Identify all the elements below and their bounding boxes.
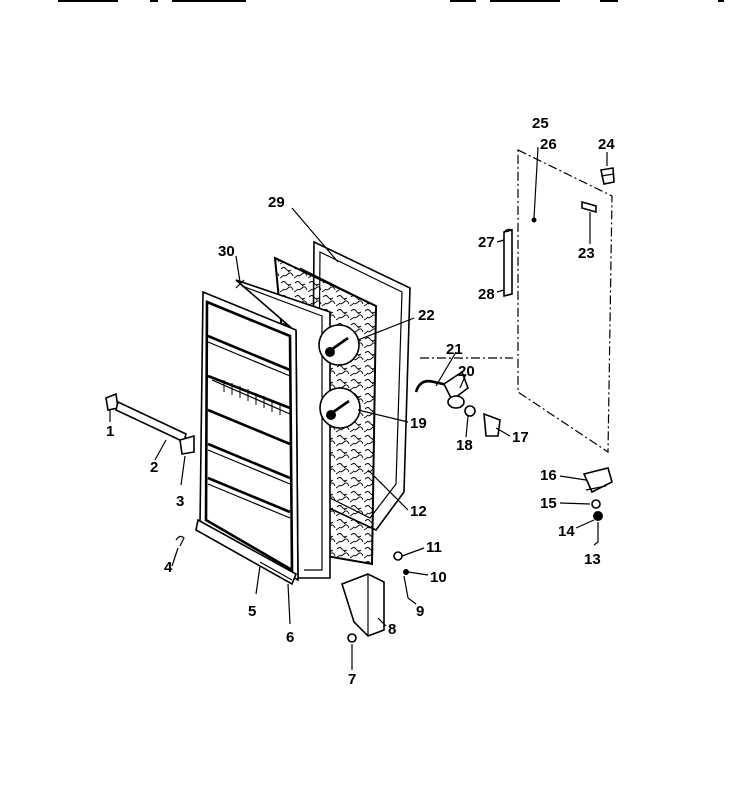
door-stop-parts xyxy=(105,392,409,643)
label-4: 4 xyxy=(164,559,173,576)
door-gasket xyxy=(235,279,331,579)
label-1: 1 xyxy=(106,423,114,440)
label-17: 17 xyxy=(512,429,529,446)
label-12: 12 xyxy=(410,503,427,520)
part-labels: 1 2 3 4 5 6 7 8 9 10 11 12 13 14 15 16 1… xyxy=(106,115,615,688)
label-9: 9 xyxy=(416,603,424,620)
label-15: 15 xyxy=(540,495,557,512)
label-18: 18 xyxy=(456,437,473,454)
label-19: 19 xyxy=(410,415,427,432)
label-13: 13 xyxy=(584,551,601,568)
label-5: 5 xyxy=(248,603,256,620)
leader-lines xyxy=(109,146,608,670)
label-11: 11 xyxy=(426,539,442,556)
lower-hinge xyxy=(582,467,613,542)
outer-door-panel xyxy=(420,149,613,454)
label-23: 23 xyxy=(578,245,595,262)
label-29: 29 xyxy=(268,194,285,211)
label-7: 7 xyxy=(348,671,356,688)
top-edge-artifacts xyxy=(58,0,724,2)
label-14: 14 xyxy=(558,523,575,540)
label-3: 3 xyxy=(176,493,184,510)
label-6: 6 xyxy=(286,629,294,646)
detail-callouts xyxy=(318,324,361,429)
upper-hardware xyxy=(531,167,615,223)
label-26: 26 xyxy=(540,136,557,153)
label-30: 30 xyxy=(218,243,235,260)
door-handle xyxy=(503,228,513,298)
label-10: 10 xyxy=(430,569,447,586)
label-20: 20 xyxy=(458,363,475,380)
label-8: 8 xyxy=(388,621,396,638)
label-16: 16 xyxy=(540,467,557,484)
label-21: 21 xyxy=(446,341,463,358)
label-2: 2 xyxy=(150,459,158,476)
inner-door-liner xyxy=(195,290,299,586)
label-22: 22 xyxy=(418,307,435,324)
label-24: 24 xyxy=(598,136,615,153)
hinge-cam-parts xyxy=(414,370,501,437)
label-27: 27 xyxy=(478,234,495,251)
label-25: 25 xyxy=(532,115,549,132)
label-28: 28 xyxy=(478,286,495,303)
